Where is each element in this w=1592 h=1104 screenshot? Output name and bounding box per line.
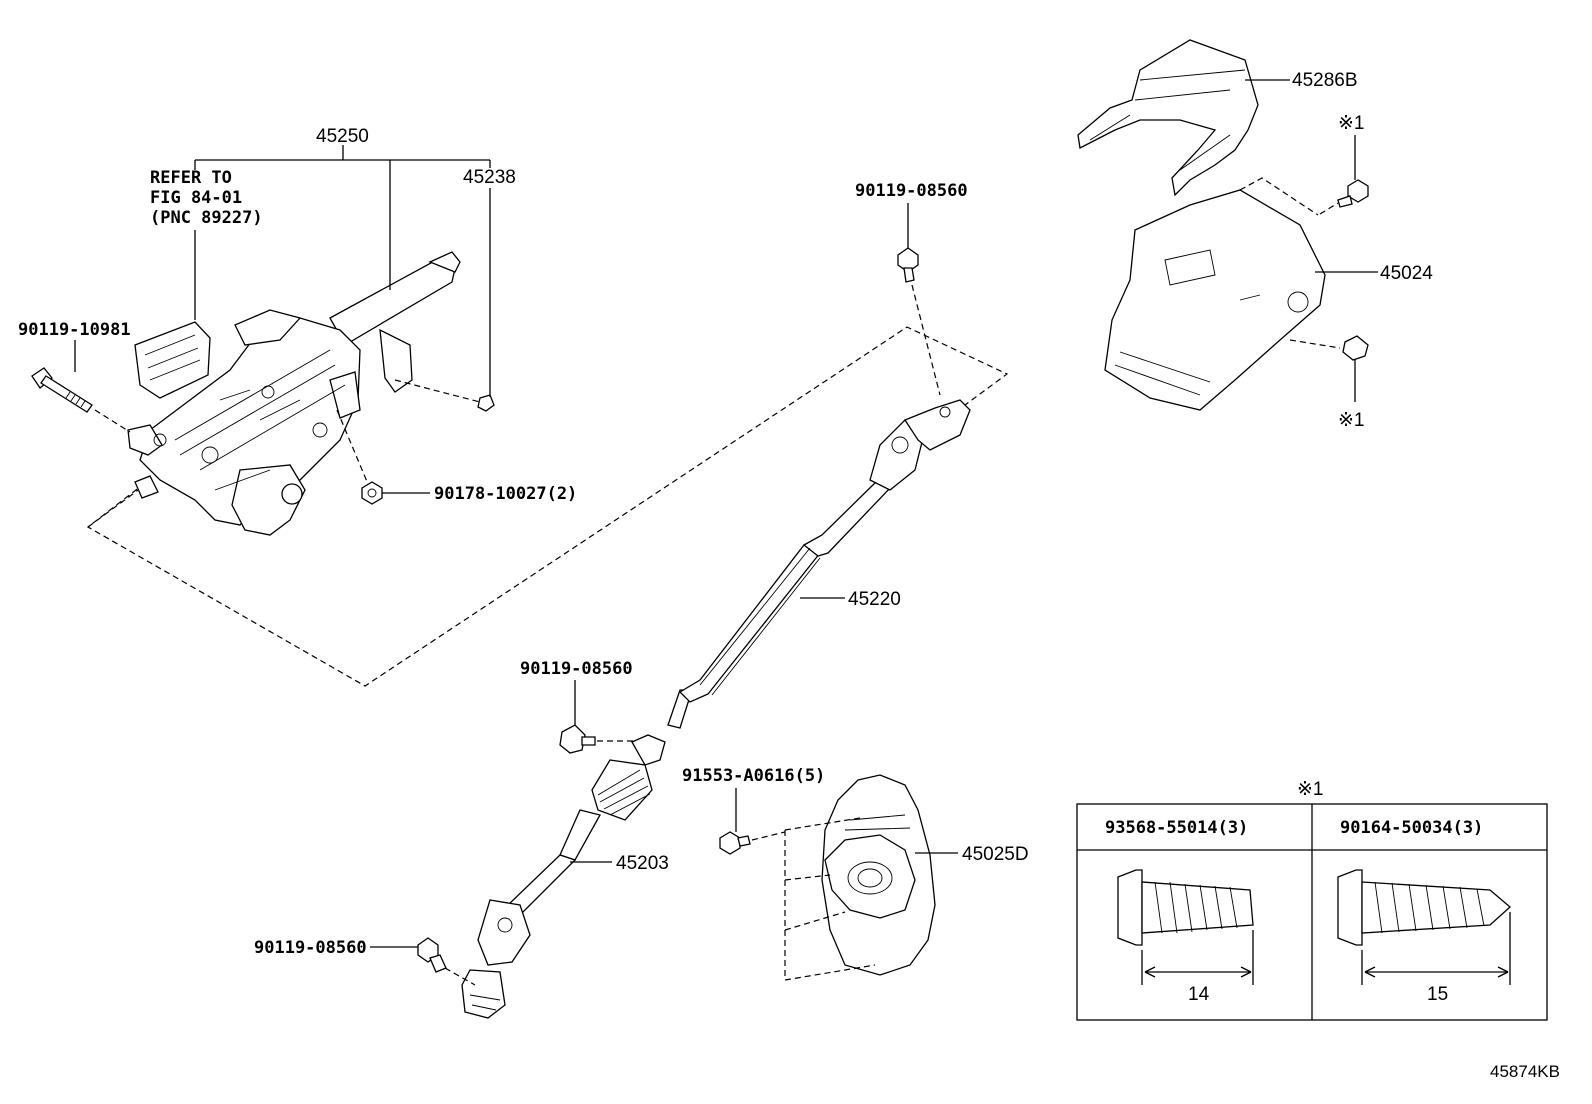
label-note1-bottom: ※1 [1338,410,1365,431]
clip-45238[interactable] [477,394,495,412]
bolt-90119-08560-upper[interactable] [897,247,919,283]
screw-note1-bottom[interactable] [1342,335,1369,361]
label-90119-10981: 90119-10981 [18,320,131,340]
fastener-table: ※1 93568-55014(3) 90164-50034(3) 14 15 [1076,779,1548,1021]
table-part-number-2: 90164-50034(3) [1340,818,1483,838]
figure-number: 45874KB [1490,1062,1560,1081]
bolt-90119-08560-lower[interactable] [417,937,447,973]
label-45203: 45203 [616,853,669,874]
screw-90164-50034-drawing [1337,869,1511,946]
label-90119-08560-lower: 90119-08560 [254,938,367,958]
fastener-table-title: ※1 [1297,779,1324,800]
label-refer-line1: REFER TO [150,168,232,188]
upper-cover-45286B[interactable] [1077,39,1259,197]
leader-45250 [194,145,491,397]
lower-cover-45024[interactable] [1104,189,1326,411]
label-45238: 45238 [463,167,516,188]
label-90119-08560-upper: 90119-08560 [855,181,968,201]
label-91553-A0616: 91553-A0616(5) [682,766,825,786]
screw-note1-top[interactable] [1337,179,1369,208]
column-hole-cover-45025D[interactable] [821,774,936,976]
connector-part[interactable] [134,321,211,399]
lower-shaft-45203[interactable] [461,734,666,1019]
label-45024: 45024 [1380,263,1433,284]
label-refer-line2: FIG 84-01 [150,188,242,208]
table-length-1: 14 [1188,984,1210,1005]
screw-91553-A0616[interactable] [719,831,751,855]
label-45025D: 45025D [962,844,1029,865]
label-note1-top: ※1 [1338,113,1365,134]
screw-93568-55014-drawing [1117,869,1254,946]
bolt-90119-10981[interactable] [31,367,93,413]
label-45220: 45220 [848,589,901,610]
nut-90178-10027[interactable] [361,481,383,505]
bolt-90119-08560-mid[interactable] [559,724,596,754]
intermediate-shaft-45220[interactable] [667,399,971,729]
assembly-outline-path [86,326,1009,687]
label-45286B: 45286B [1292,70,1358,91]
label-90178-10027: 90178-10027(2) [434,484,577,504]
steering-column-assembly[interactable] [127,251,461,536]
table-part-number-1: 93568-55014(3) [1105,818,1248,838]
table-length-2: 15 [1427,984,1448,1005]
label-90119-08560-mid: 90119-08560 [520,659,633,679]
label-45250: 45250 [316,126,369,147]
label-refer-line3: (PNC 89227) [150,208,263,228]
